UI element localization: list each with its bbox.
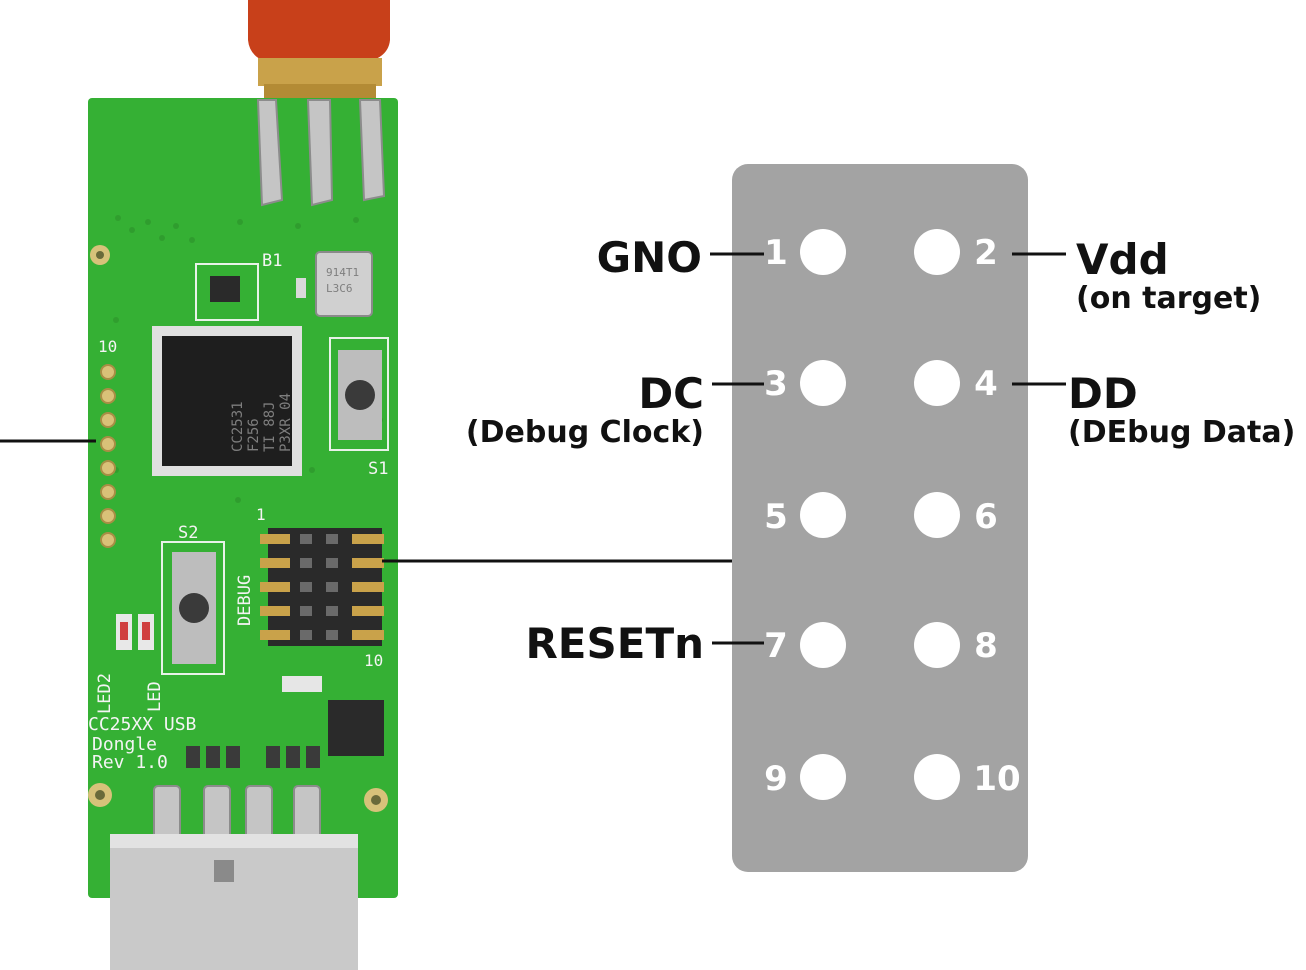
usb-connector [110,834,358,970]
signal-dc-label: DC [638,369,704,418]
debug-header-pins [260,528,384,646]
io-pads [100,364,116,548]
signal-dc-sub: (Debug Clock) [466,415,704,450]
signal-gnd-label: GNO [597,233,702,282]
pin-5 [800,492,846,538]
pin-8-label: 8 [974,626,998,666]
silk-pin10-right: 10 [364,651,383,670]
cc2531-chip: CC2531 F256 TI 88J P3XR 04 [152,326,302,476]
pin-9 [800,754,846,800]
pin-8 [914,622,960,668]
switch-s2 [161,541,225,675]
silk-board-line-1: CC25XX USB [88,714,196,735]
pin-1-label: 1 [764,233,788,273]
crystal [315,251,373,317]
silk-board-line-3: Rev 1.0 [92,752,168,773]
leds [116,614,154,650]
signal-vdd-sub: (on target) [1076,281,1261,316]
signal-dd-sub: (DEbug Data) [1068,415,1295,450]
chip-text-line-3: TI 88J [262,401,278,452]
chip-text-line-4: P3XR 04 [278,393,294,452]
silk-s2: S2 [178,523,198,543]
switch-s1 [329,337,389,451]
pin-7 [800,622,846,668]
pin-9-label: 9 [764,759,788,799]
mounting-holes [88,245,388,812]
chip-text-line-1: CC2531 [230,401,246,452]
crystal-text-line-2: L3C6 [326,282,353,295]
silk-led2: LED2 [95,673,115,714]
pin-3-label: 3 [764,364,788,404]
pin-2-label: 2 [974,233,998,273]
pin-10-label: 10 [973,759,1020,799]
signal-dd-label: DD [1068,369,1138,418]
pin-2 [914,229,960,275]
silk-board-line-2: Dongle [92,734,157,755]
silk-s1: S1 [368,459,388,479]
antenna-ferrule [258,58,382,86]
chip-text-line-2: F256 [246,418,262,452]
pin-4-label: 4 [974,364,998,404]
pcb [88,98,398,898]
usb-dongle-board: B1 914T1 L3C6 CC2531 F256 TI 88J P3XR 04… [88,0,398,970]
pin-10 [914,754,960,800]
pin-6-label: 6 [974,497,998,537]
crystal-text-line-1: 914T1 [326,266,359,279]
silk-led: LED [145,681,165,712]
pin-1 [800,229,846,275]
pin-7-label: 7 [764,626,788,666]
antenna-cap [248,0,390,64]
silk-b1: B1 [262,251,282,271]
pin-4 [914,360,960,406]
header-panel [732,164,1028,872]
silk-pin10-left: 10 [98,337,117,356]
pin-3 [800,360,846,406]
pin-6 [914,492,960,538]
signal-reset-label: RESETn [525,619,704,668]
silk-pin1-top: 1 [256,505,266,524]
silk-debug: DEBUG [235,575,255,626]
signal-vdd-label: Vdd [1076,235,1169,284]
pin-5-label: 5 [764,497,788,537]
